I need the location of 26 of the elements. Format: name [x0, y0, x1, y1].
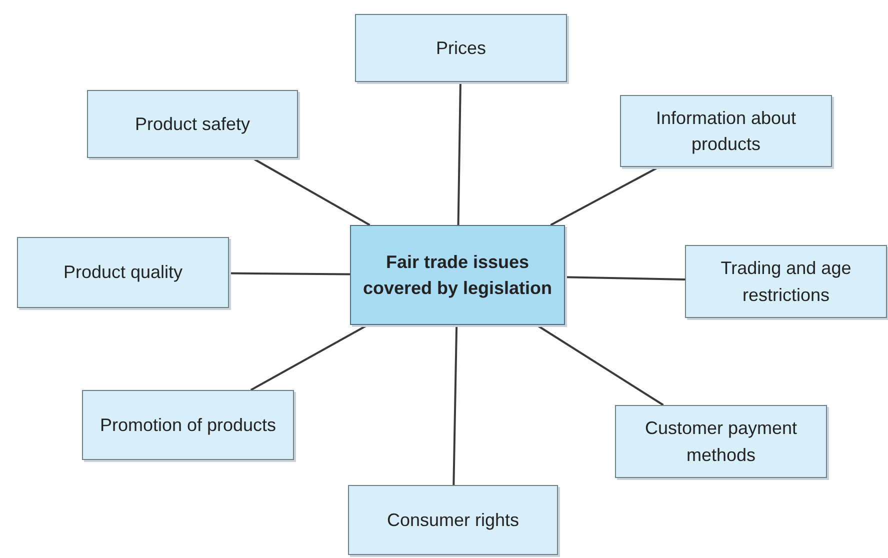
connector-line	[252, 157, 370, 226]
connector-line	[550, 166, 660, 226]
connector-line	[564, 276, 686, 280]
connector-line	[250, 324, 368, 391]
box-label: Consumer rights	[386, 508, 520, 532]
topic-box	[348, 485, 558, 555]
connector-line	[452, 324, 458, 486]
connector-line	[228, 272, 350, 276]
central-topic-box	[350, 225, 565, 325]
topic-box	[685, 245, 887, 318]
connector-line	[457, 82, 462, 226]
box-label: Fair trade issues covered by legislation	[362, 250, 554, 300]
topic-box	[355, 14, 567, 82]
topic-box	[87, 90, 298, 158]
topic-box	[17, 237, 229, 308]
box-label: Prices	[436, 36, 486, 60]
box-label: Trading and age restrictions	[720, 257, 852, 306]
connector-line	[536, 324, 664, 406]
box-label: Promotion of products	[100, 414, 276, 437]
topic-box	[620, 95, 832, 167]
topic-box	[82, 390, 294, 460]
topic-box	[615, 405, 827, 478]
box-label: Product quality	[63, 261, 183, 284]
box-label: Customer payment methods	[644, 417, 798, 466]
box-label: Information about products	[654, 106, 798, 156]
box-label: Product safety	[134, 112, 250, 136]
